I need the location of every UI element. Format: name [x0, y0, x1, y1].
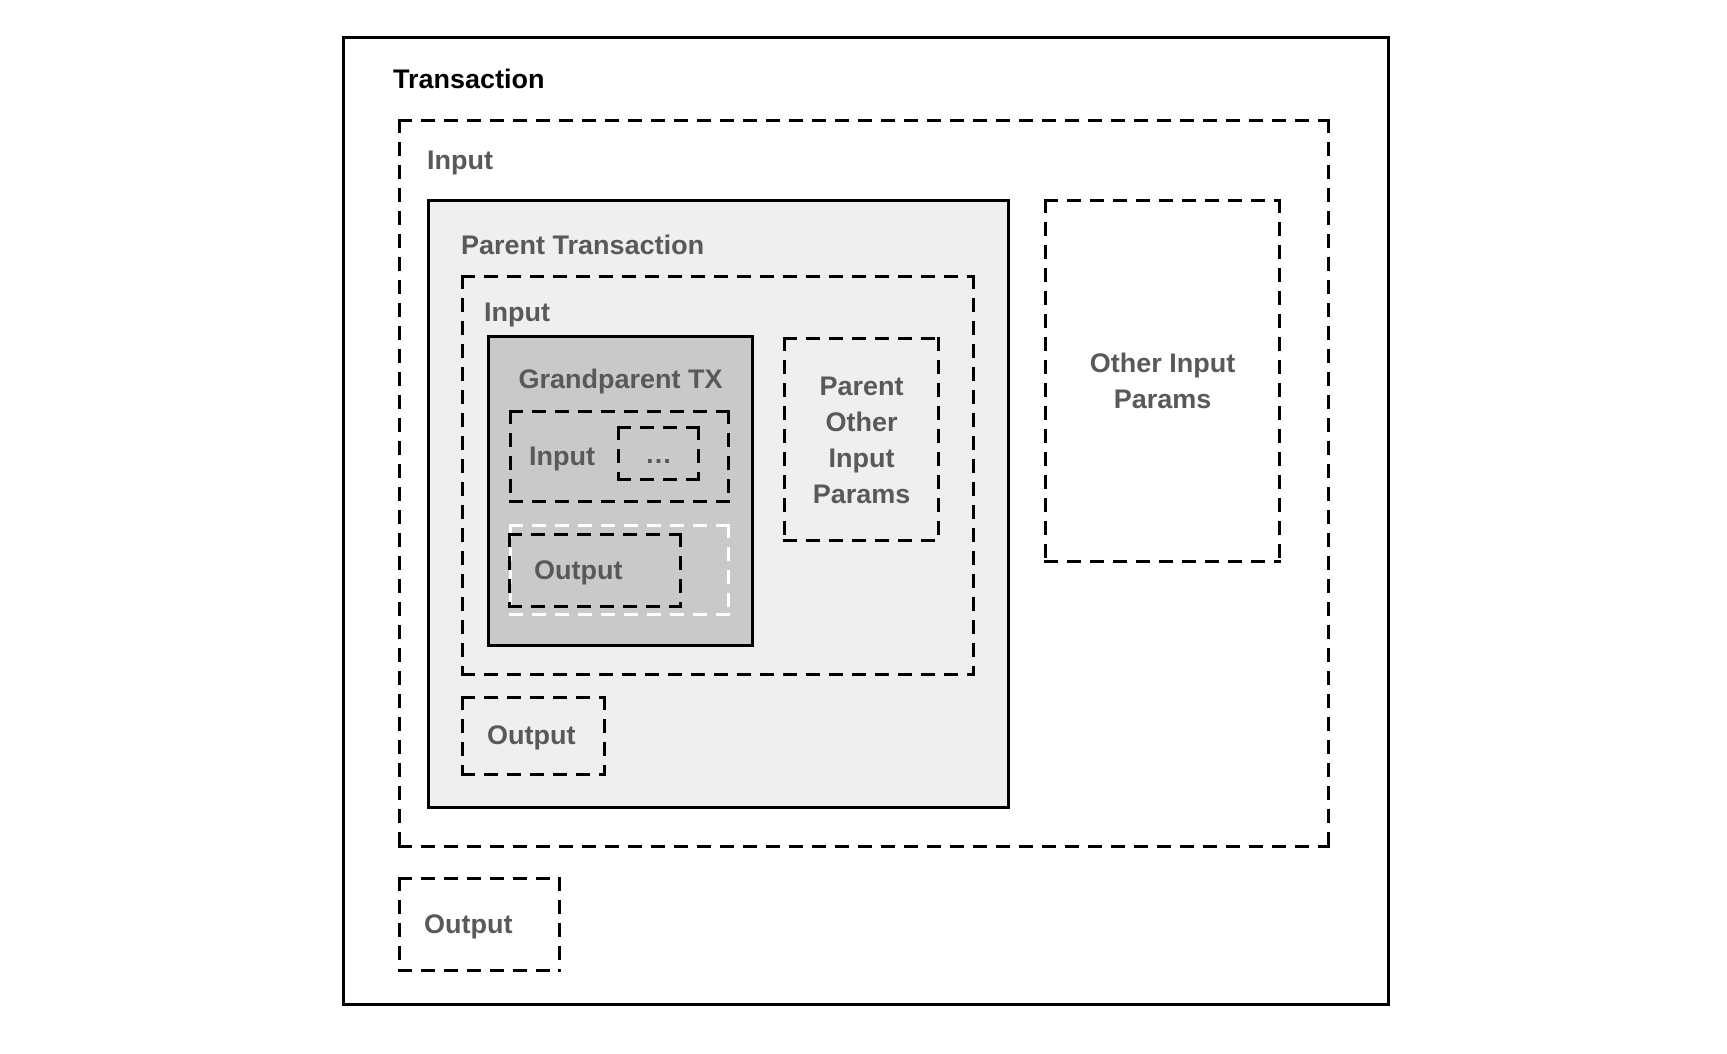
transaction-input-container: Input Parent Transaction Input Grandpare…	[398, 119, 1330, 848]
parent-input-label: Input	[484, 297, 550, 327]
grandparent-input-label: Input	[529, 440, 595, 471]
grandparent-output-label: Output	[534, 554, 623, 585]
parent-other-input-params-line: Parent	[819, 370, 904, 401]
more-inputs-box: …	[617, 426, 700, 481]
transaction-output-box: Output	[398, 877, 561, 972]
grandparent-output-box: Output	[508, 533, 682, 608]
other-input-params-line: Params	[1113, 384, 1212, 414]
transaction-title: Transaction	[393, 64, 545, 94]
parent-other-input-params-box: Parent Other Input Params	[783, 337, 940, 542]
grandparent-tx-title: Grandparent TX	[518, 364, 723, 394]
parent-input-container: Input Grandparent TX Input …	[461, 275, 975, 676]
grandparent-tx-box: Grandparent TX Input …	[487, 335, 754, 647]
parent-output-label: Output	[487, 720, 576, 751]
other-input-params-line: Other Input	[1089, 348, 1236, 378]
transaction-box: Transaction Input Parent Transaction Inp…	[342, 36, 1390, 1006]
parent-other-input-params-line: Other	[825, 406, 898, 437]
parent-other-input-params-line: Params	[812, 478, 911, 509]
other-input-params-box: Other Input Params	[1044, 199, 1281, 563]
more-inputs-ellipsis: …	[645, 438, 672, 469]
parent-transaction-title: Parent Transaction	[461, 230, 705, 260]
parent-transaction-box: Parent Transaction Input Grandparent TX …	[427, 199, 1010, 809]
transaction-output-label: Output	[424, 908, 513, 939]
parent-other-input-params-line: Input	[828, 442, 895, 473]
parent-output-box: Output	[461, 696, 606, 776]
transaction-input-label: Input	[427, 145, 493, 175]
grandparent-input-box: Input …	[509, 410, 730, 503]
